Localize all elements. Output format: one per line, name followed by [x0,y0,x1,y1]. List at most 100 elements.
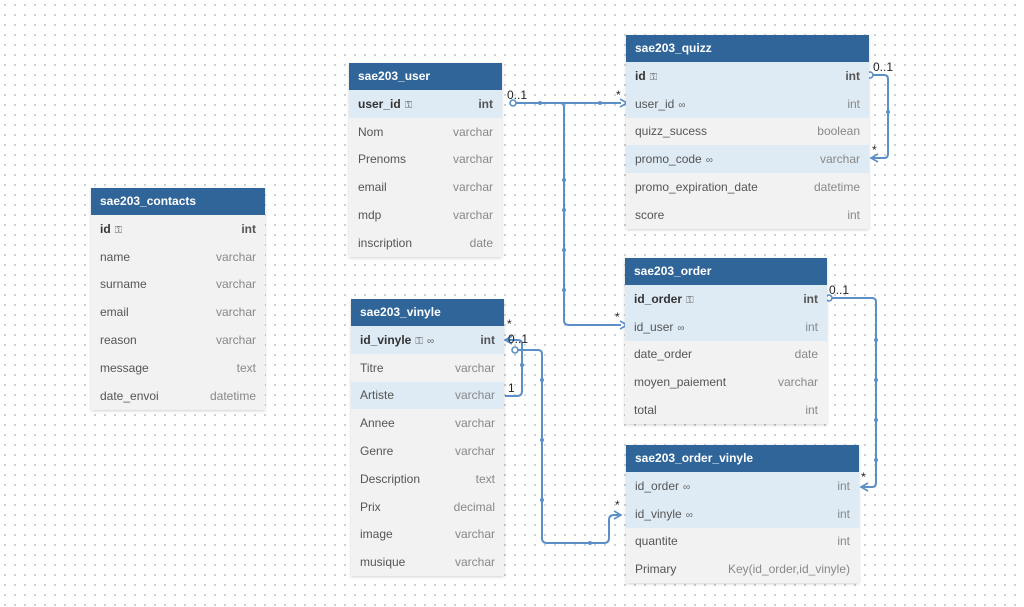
field-name: mdp [358,208,382,223]
field-row[interactable]: promo_code∞varchar [626,145,869,174]
field-type: varchar [452,208,493,223]
field-name-wrap: reason [100,333,137,347]
table-title[interactable]: sae203_user [349,63,502,90]
field-name: score [635,207,665,222]
field-name-wrap: moyen_paiement [634,375,726,389]
field-name: Description [360,471,421,486]
field-type: int [803,291,818,306]
field-row[interactable]: Genre varchar [351,437,504,465]
field-name: user_id [358,96,401,111]
field-type: int [845,68,860,83]
field-type: int [837,478,850,493]
field-name: quizz_sucess [635,124,708,139]
field-row[interactable]: id_order⚿int [625,285,827,313]
field-type: int [847,96,860,111]
field-name-wrap: id⚿ [100,222,122,236]
field-row[interactable]: id_order∞ int [626,472,859,500]
field-type: varchar [454,527,495,542]
field-name-wrap: Genre [360,444,393,458]
table-title[interactable]: sae203_order [625,258,827,285]
card-vinyle-ov-many: * [615,498,620,512]
field-name: email [100,305,129,320]
field-name-wrap: id_order∞ [635,479,690,493]
field-name: id_vinyle [360,332,412,347]
field-name: moyen_paiement [634,375,727,390]
rel-vinyle-ov [515,349,621,544]
field-row[interactable]: id_user∞int [625,312,827,341]
field-name-wrap: date_envoi [100,389,159,403]
field-row[interactable]: id_vinyle∞int [626,499,859,528]
field-name: promo_code [635,152,702,167]
field-type: int [805,403,818,418]
field-name-wrap: Prix [360,500,381,514]
field-name: inscription [358,235,413,250]
field-name-wrap: image [360,527,393,541]
link-icon: ∞ [683,481,691,493]
field-name-wrap: Description [360,472,420,486]
field-type: varchar [777,375,818,390]
key-icon: ⚿ [415,335,423,347]
card-order-ov-many: * [861,470,866,484]
field-row[interactable]: moyen_paiement varchar [625,368,827,396]
field-name: id_order [634,291,683,306]
field-name: image [360,527,393,542]
field-type: varchar [215,249,256,264]
table-sae203-order-vinyle[interactable]: sae203_order_vinyle id_order∞ int id_vinyle… [626,445,859,584]
field-name-wrap: Nom [358,125,383,139]
field-row[interactable]: id⚿int [626,62,869,90]
field-row[interactable]: mdp varchar [349,201,502,229]
field-name: Annee [360,416,395,431]
field-name: Titre [360,360,384,375]
field-row[interactable]: user_id⚿int [349,90,502,118]
field-name-wrap: id_vinyle⚿∞ [360,333,434,347]
field-type: int [847,207,860,222]
table-title[interactable]: sae203_order_vinyle [626,445,859,472]
field-name-wrap: Annee [360,416,395,430]
field-row[interactable]: image varchar [351,521,504,549]
table-title[interactable]: sae203_contacts [91,188,265,215]
table-title[interactable]: sae203_vinyle [351,299,504,326]
field-name-wrap: Titre [360,361,384,375]
field-type: Key(id_order,id_vinyle) [727,562,850,577]
table-title[interactable]: sae203_quizz [626,35,869,62]
field-type: varchar [452,180,493,195]
card-quizz-self-one: 0..1 [873,60,894,74]
field-row[interactable]: user_id∞int [626,89,869,118]
field-name: user_id [635,96,675,111]
field-row[interactable]: id_vinyle⚿∞int [351,326,504,354]
field-row[interactable]: score int [626,201,869,229]
field-name: Prix [360,499,381,514]
card-order-ov-one: 0..1 [829,283,850,297]
field-row[interactable]: id⚿int [91,215,265,243]
field-type: varchar [454,444,495,459]
field-name-wrap: surname [100,277,147,291]
